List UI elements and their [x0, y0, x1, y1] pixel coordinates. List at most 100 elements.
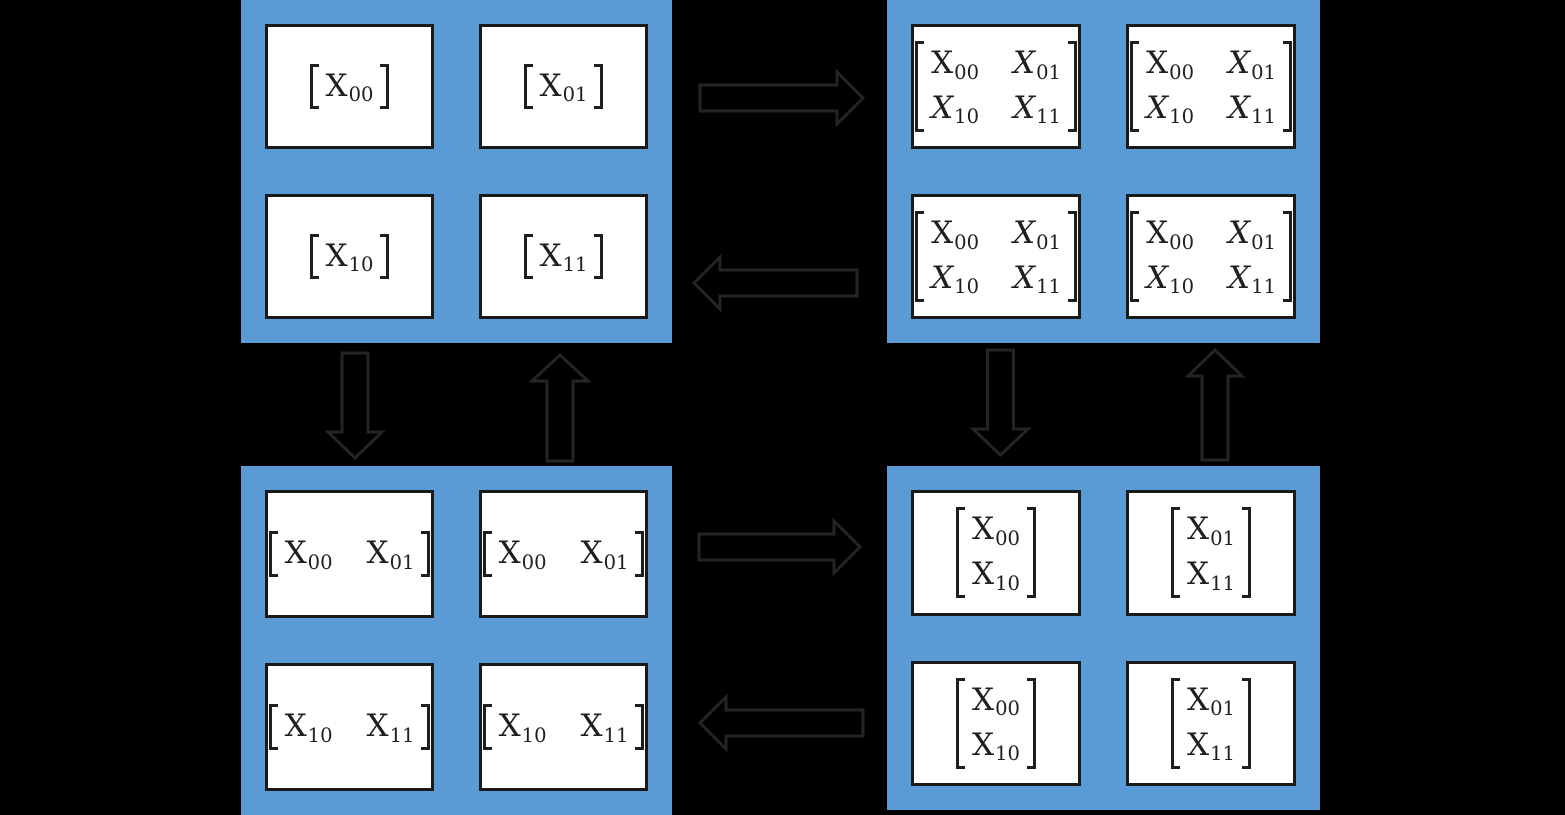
right-bracket [421, 531, 431, 577]
left-block-arrow-icon [697, 693, 865, 753]
matrix-entry: X11 [1187, 556, 1235, 595]
processor-box: X00 [265, 24, 434, 149]
matrix-expression: X10 [309, 233, 390, 280]
matrix-row: X00 [972, 680, 1020, 722]
matrix-row: X00 X01 [931, 213, 1061, 255]
matrix-expression: X01 [523, 63, 604, 110]
matrix-entry: X01 [1187, 681, 1235, 721]
right-bracket [380, 63, 390, 110]
matrix-entry: X01 [1013, 215, 1061, 254]
left-bracket [309, 63, 319, 110]
matrix-entry: X00 [931, 45, 979, 84]
up-arrow-glyph [1184, 347, 1246, 462]
matrix-entry: X00 [931, 215, 979, 254]
left-bracket [915, 41, 925, 132]
matrix-entry: X11 [1013, 260, 1061, 299]
left-bracket [268, 531, 278, 577]
left-bracket [482, 531, 492, 577]
matrix-expression: X00 X01 [268, 531, 431, 577]
matrix-expression: X11 [523, 233, 604, 280]
matrix-entry: X00 [1146, 215, 1194, 254]
matrix-row: X11 [1187, 554, 1235, 596]
matrix-row: X01 [1187, 680, 1235, 722]
matrix-entry: X11 [1013, 90, 1061, 129]
up-arrow-glyph [528, 352, 592, 463]
matrix-row: X00 [972, 509, 1020, 551]
left-bracket [1171, 677, 1181, 769]
processor-box: X10 X11 [265, 663, 434, 791]
matrix-entry: X00 [1146, 45, 1194, 84]
matrix-entry: X10 [498, 708, 547, 747]
matrix-entry: X10 [325, 237, 374, 277]
matrix-cells: X01 [533, 64, 595, 110]
matrix-entry: X01 [1187, 511, 1235, 550]
left-bracket [915, 211, 925, 302]
matrix-entry: X11 [539, 237, 588, 277]
matrix-cells: X00 X01 [278, 531, 422, 577]
matrix-row: X00 [326, 66, 374, 108]
matrix-entry: X10 [931, 90, 979, 129]
matrix-entry: X11 [1228, 90, 1276, 129]
matrix-entry: X10 [931, 260, 979, 299]
matrix-row: X01 [540, 66, 588, 108]
matrix-entry: X01 [539, 67, 588, 107]
matrix-row: X10 X11 [285, 706, 415, 748]
matrix-row: X10 X11 [1146, 88, 1276, 130]
processor-box: X11 [479, 194, 648, 319]
matrix-entry: X10 [284, 708, 333, 747]
right-bracket [1241, 507, 1251, 599]
left-bracket [268, 704, 278, 750]
matrix-expression: X00 [309, 63, 390, 110]
left-bracket [482, 704, 492, 750]
right-bracket [1241, 677, 1251, 769]
right-bracket [594, 63, 604, 110]
processor-box: X00 X01 [265, 490, 434, 618]
matrix-entry: X00 [972, 511, 1020, 550]
matrix-row: X10 [326, 236, 374, 278]
matrix-entry: X00 [498, 535, 547, 574]
right-bracket [635, 704, 645, 750]
matrix-entry: X10 [1146, 90, 1194, 129]
left-bracket [523, 63, 533, 110]
right-bracket [1282, 41, 1292, 132]
matrix-entry: X00 [284, 535, 333, 574]
right-bracket [380, 233, 390, 280]
right-bracket [1026, 507, 1036, 599]
up-block-arrow-icon [1184, 347, 1246, 462]
matrix-row: X00 X01 [285, 533, 415, 575]
matrix-entry: X11 [1228, 260, 1276, 299]
matrix-entry: X01 [1228, 45, 1276, 84]
matrix-entry: X10 [1146, 260, 1194, 299]
matrix-entry: X11 [366, 708, 415, 747]
matrix-entry: X01 [1228, 215, 1276, 254]
matrix-entry: X01 [366, 535, 415, 574]
matrix-row: X10 X11 [1146, 258, 1276, 300]
matrix-row: X00 X01 [1146, 43, 1276, 85]
left-bracket [1130, 41, 1140, 132]
matrix-entry: X10 [972, 726, 1020, 766]
down-arrow-glyph [324, 351, 386, 461]
down-block-arrow-icon [969, 348, 1032, 458]
right-arrow-glyph [698, 68, 866, 128]
